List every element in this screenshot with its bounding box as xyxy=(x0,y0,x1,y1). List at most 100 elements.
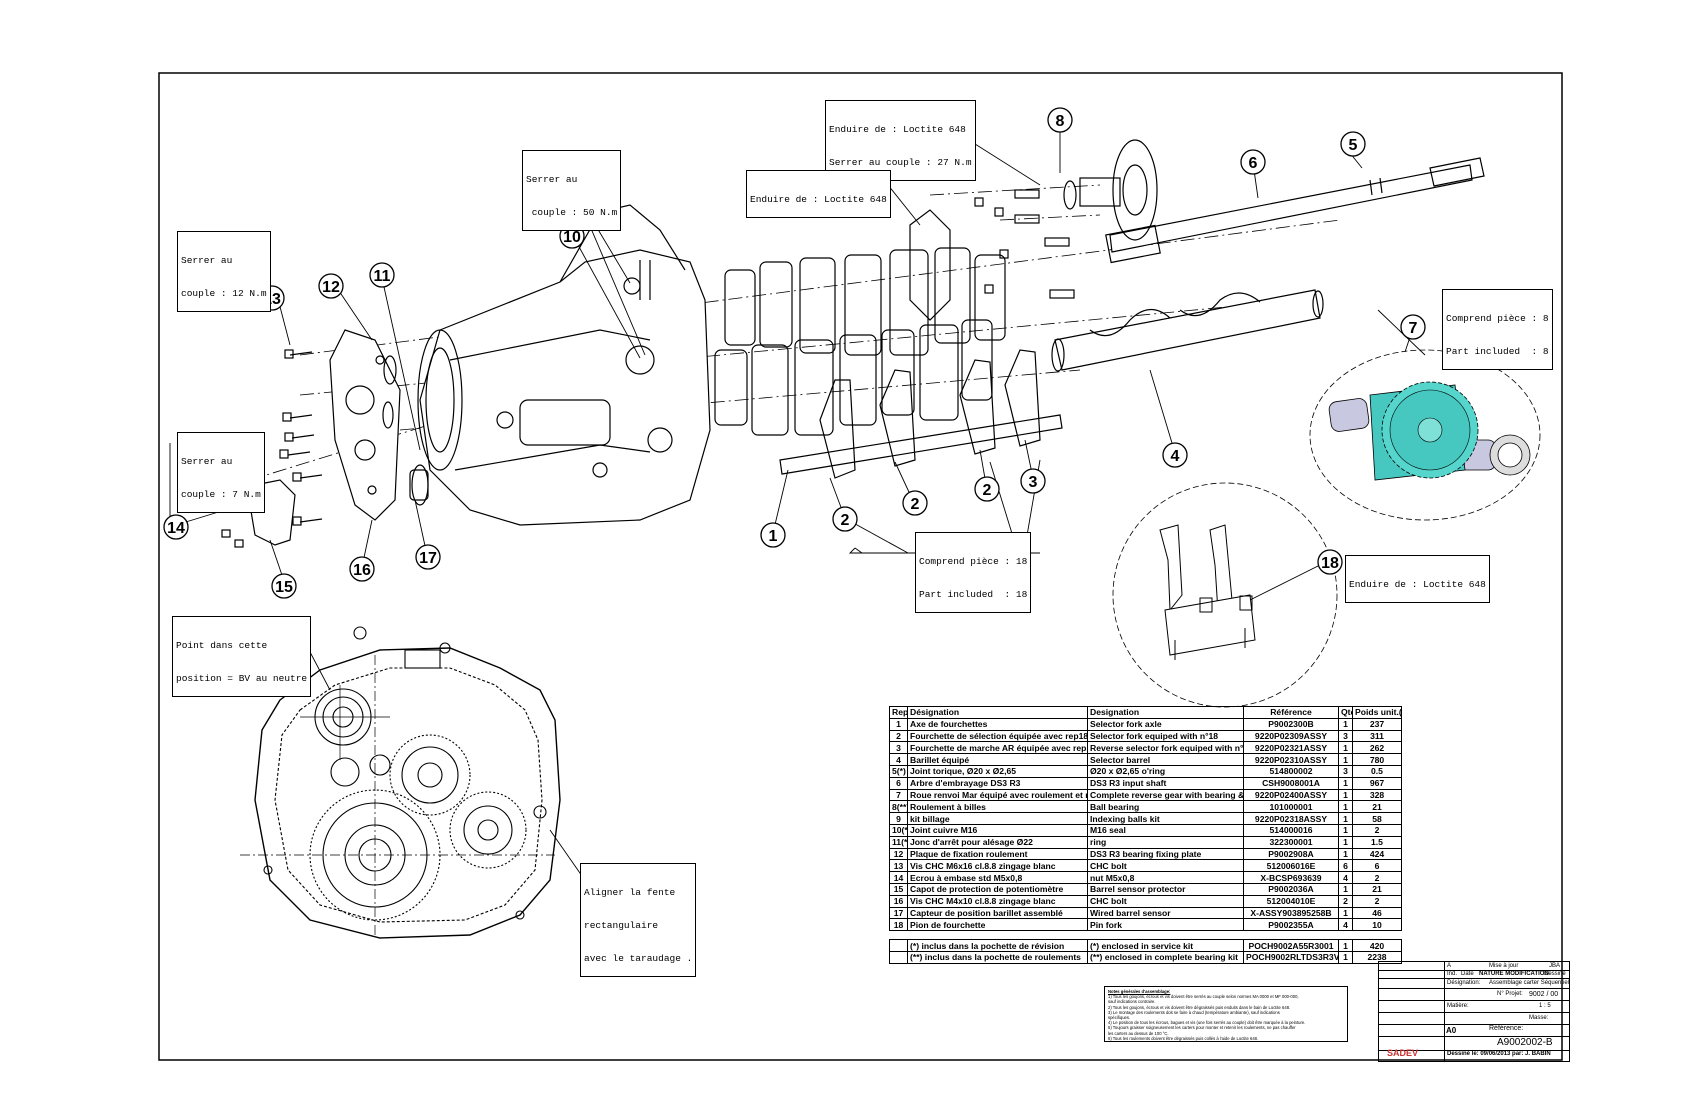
callout-4[interactable]: 4 xyxy=(1162,442,1188,468)
table-cell: 9220P02321ASSY xyxy=(1243,741,1339,755)
callout-18[interactable]: 18 xyxy=(1317,549,1343,575)
table-cell: Ball bearing xyxy=(1087,800,1244,814)
revision-nature: Mise à jour xyxy=(1489,963,1519,969)
note-line: Serrer au xyxy=(526,174,578,185)
table-cell: 9220P02318ASSY xyxy=(1243,812,1339,825)
table-cell: 10 xyxy=(1352,918,1402,932)
table-cell: (*) enclosed in service kit xyxy=(1087,939,1244,952)
table-cell: Roulement à billes xyxy=(907,800,1088,814)
callout-17[interactable]: 17 xyxy=(415,544,441,570)
table-spacer xyxy=(889,930,1402,941)
callout-5[interactable]: 5 xyxy=(1340,131,1366,157)
note-loctite-648-18: Enduire de : Loctite 648 xyxy=(1345,555,1490,603)
callout-8[interactable]: 8 xyxy=(1047,107,1073,133)
table-cell: 15 xyxy=(889,882,908,896)
revision-drawn: JBA xyxy=(1549,963,1561,969)
note-line: rectangulaire xyxy=(584,920,659,931)
table-cell: CHC bolt xyxy=(1087,894,1244,908)
note-line: Comprend pièce : 8 xyxy=(1446,313,1549,324)
table-cell: 6 xyxy=(1352,859,1402,873)
table-cell: DS3 R3 input shaft xyxy=(1087,776,1244,790)
gear-cluster xyxy=(714,209,1006,436)
callout-2b[interactable]: 2 xyxy=(902,490,928,516)
project-value: 9002 / 00 xyxy=(1529,991,1559,998)
callout-15[interactable]: 15 xyxy=(271,573,297,599)
callout-2a[interactable]: 2 xyxy=(832,506,858,532)
col-rep: Rep xyxy=(889,706,908,719)
callout-3[interactable]: 3 xyxy=(1020,468,1046,494)
table-cell: 7 xyxy=(889,788,908,802)
note-torque-50: Serrer au couple : 50 N.m xyxy=(522,150,622,231)
table-cell: 420 xyxy=(1352,939,1402,952)
table-cell: 3 xyxy=(1338,764,1353,778)
note-torque-7: Serrer au couple : 7 N.m xyxy=(177,432,265,513)
note-line: Enduire de : Loctite 648 xyxy=(829,124,966,135)
col-designation-fr: Désignation xyxy=(907,706,1088,719)
table-cell: 4 xyxy=(889,753,908,766)
callout-7-label: 7 xyxy=(1409,320,1418,337)
note-loctite-648-top: Enduire de : Loctite 648 xyxy=(746,170,891,218)
table-cell: (**) enclosed in complete bearing kit xyxy=(1087,950,1244,964)
general-note-line: 5) Toujours graisser soigneusement les c… xyxy=(1108,1025,1296,1031)
reference-value: A9002002-B xyxy=(1497,1037,1553,1048)
table-cell: 424 xyxy=(1352,847,1402,861)
callout-6[interactable]: 6 xyxy=(1240,149,1266,175)
table-cell: Vis CHC M6x16 cl.8.8 zingage blanc xyxy=(907,859,1088,873)
table-cell: Joint cuivre M16 xyxy=(907,823,1088,837)
callout-11[interactable]: 11 xyxy=(369,262,395,288)
table-cell: nut M5x0,8 xyxy=(1087,871,1244,884)
note-loctite-torque-27: Enduire de : Loctite 648 Serrer au coupl… xyxy=(825,100,976,181)
table-cell: Ecrou à embase std M5x0,8 xyxy=(907,871,1088,884)
table-cell: 1 xyxy=(1338,847,1353,861)
table-cell: 322300001 xyxy=(1243,835,1339,849)
table-row: 11(*)Jonc d'arrêt pour alésage Ø22ring32… xyxy=(889,835,1402,849)
general-note-line: 2) Tous les goujons, écrous et vis doive… xyxy=(1108,1004,1291,1010)
callout-12[interactable]: 12 xyxy=(318,273,344,299)
table-cell: X-BCSP693639 xyxy=(1243,871,1339,884)
table-cell: Wired barrel sensor xyxy=(1087,906,1244,920)
table-cell: P9002355A xyxy=(1243,918,1339,932)
callout-7[interactable]: 7 xyxy=(1400,314,1426,340)
table-cell xyxy=(889,939,908,952)
table-row: (**) inclus dans la pochette de roulemen… xyxy=(889,950,1402,964)
table-cell: Jonc d'arrêt pour alésage Ø22 xyxy=(907,835,1088,849)
table-cell: 311 xyxy=(1352,729,1402,743)
callout-16-label: 16 xyxy=(353,562,371,579)
table-cell: 3 xyxy=(889,741,908,755)
table-cell: Pion de fourchette xyxy=(907,918,1088,932)
table-cell: 2238 xyxy=(1352,950,1402,964)
callout-14[interactable]: 14 xyxy=(163,514,189,540)
table-cell: Plaque de fixation roulement xyxy=(907,847,1088,861)
table-cell: 512004010E xyxy=(1243,894,1339,908)
table-cell: ring xyxy=(1087,835,1244,849)
table-cell: 4 xyxy=(1338,871,1353,884)
table-cell: 1 xyxy=(1338,753,1353,766)
note-line: couple : 50 N.m xyxy=(526,207,618,218)
note-line: Comprend pièce : 18 xyxy=(919,556,1028,567)
table-cell: DS3 R3 bearing fixing plate xyxy=(1087,847,1244,861)
table-cell: 1 xyxy=(1338,741,1353,755)
top-bolts xyxy=(974,189,1075,299)
note-comprend-18: Comprend pièce : 18 Part included : 18 xyxy=(915,532,1032,613)
table-cell: X-ASSY903895258B xyxy=(1243,906,1339,920)
note-line: Part included : 8 xyxy=(1446,346,1549,357)
table-cell: 1 xyxy=(1338,776,1353,790)
callout-1[interactable]: 1 xyxy=(760,522,786,548)
table-cell: 2 xyxy=(889,729,908,743)
note-line: Serrer au xyxy=(181,255,233,266)
callout-2c[interactable]: 2 xyxy=(974,476,1000,502)
callout-16[interactable]: 16 xyxy=(349,556,375,582)
table-cell: Pin fork xyxy=(1087,918,1244,932)
note-line: Aligner la fente xyxy=(584,887,676,898)
table-cell: 9220P02309ASSY xyxy=(1243,729,1339,743)
bearing-plate xyxy=(329,329,401,521)
general-note-line: 7) Toujours s'assurer que la documentati… xyxy=(1108,1041,1344,1042)
table-row: (*) inclus dans la pochette de révision(… xyxy=(889,939,1402,952)
